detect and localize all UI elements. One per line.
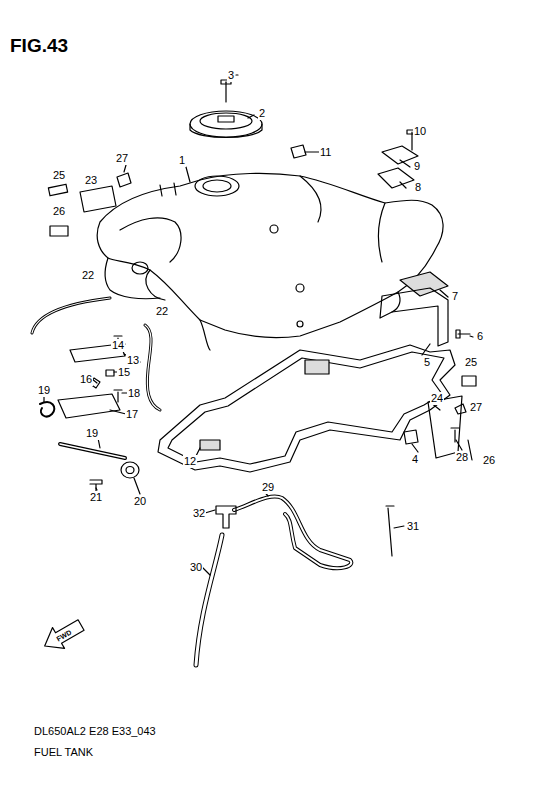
callout-number: 9 [413, 160, 421, 173]
callout-number: 26 [482, 454, 496, 467]
callout-number: 27 [115, 152, 129, 165]
drawing-code: DL650AL2 E28 E33_043 [34, 726, 156, 737]
callout-number: 7 [451, 290, 459, 303]
callout-number: 11 [319, 146, 332, 159]
callout-number: 21 [89, 491, 103, 504]
callout-number: 32 [192, 507, 206, 520]
callout-number: 17 [125, 408, 139, 421]
callout-number: 6 [476, 330, 484, 343]
callout-number: 19 [37, 384, 51, 397]
callout-number: 30 [189, 561, 203, 574]
callout-number: 29 [261, 481, 275, 494]
callout-number: 28 [455, 451, 469, 464]
callout-number: 8 [414, 181, 422, 194]
callout-number: 22 [155, 305, 169, 318]
callout-number: 27 [469, 401, 483, 414]
figure-caption: FUEL TANK [34, 747, 93, 758]
callout-number: 1 [178, 154, 186, 167]
callout-number: 2 [258, 107, 266, 120]
callout-number: 4 [411, 453, 419, 466]
callout-number: 19 [85, 427, 99, 440]
callout-number: 10 [413, 125, 427, 138]
callout-number: 31 [406, 520, 420, 533]
callout-number: 23 [84, 174, 98, 187]
callout-number: 18 [127, 387, 141, 400]
callout-number: 25 [464, 356, 478, 369]
callout-number: 26 [52, 205, 66, 218]
callout-number: 14 [111, 339, 125, 352]
callout-number: 15 [117, 366, 131, 379]
callout-number: 22 [81, 269, 95, 282]
callout-number: 3 [227, 69, 235, 82]
callout-number: 12 [183, 455, 197, 468]
figure-title: FIG.43 [10, 36, 68, 55]
callout-number: 24 [430, 392, 444, 405]
callout-number: 16 [79, 373, 93, 386]
callout-number: 5 [423, 356, 431, 369]
callout-number: 25 [52, 169, 66, 182]
callout-number: 20 [133, 495, 147, 508]
